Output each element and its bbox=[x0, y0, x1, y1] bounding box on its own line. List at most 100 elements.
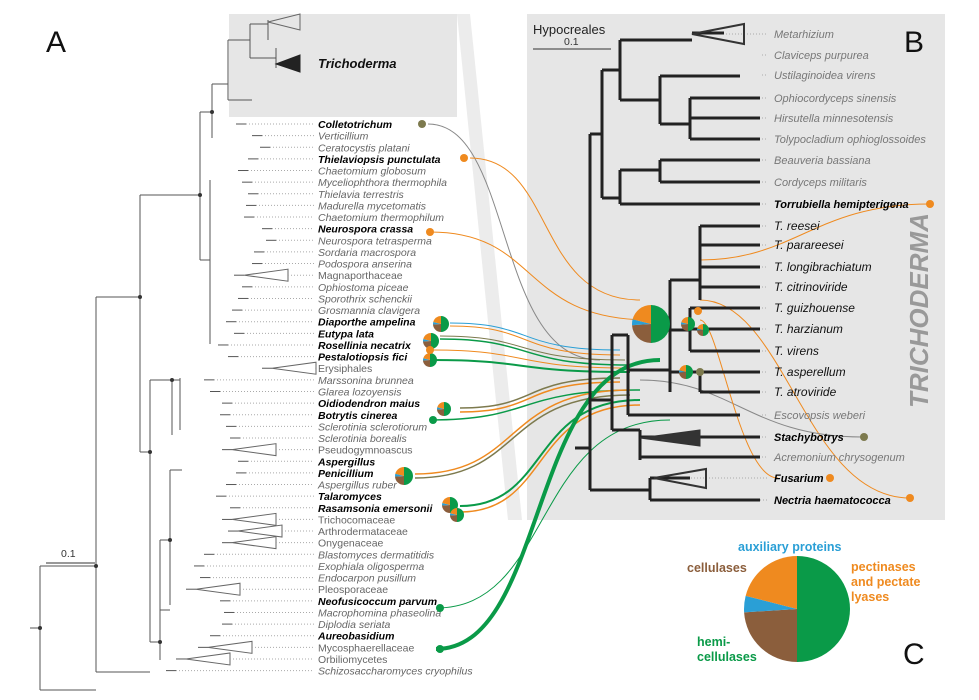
collapsed-clade-triangle bbox=[231, 512, 277, 526]
pie-slice-hemicellulases bbox=[404, 467, 413, 485]
connector-line bbox=[699, 299, 911, 499]
pie-marker bbox=[395, 467, 413, 485]
right-scale-label: 0.1 bbox=[564, 36, 579, 48]
left-taxon-label: Neurospora crassa bbox=[318, 224, 413, 236]
pie-slice-pectinases bbox=[423, 353, 430, 360]
pie-slice-hemicellulases bbox=[431, 333, 439, 349]
right-taxon-label: Hirsutella minnesotensis bbox=[774, 113, 894, 125]
panel-label-b: B bbox=[904, 26, 924, 59]
left-taxon-label: Penicillium bbox=[318, 468, 373, 480]
left-taxon-label: Ceratocystis platani bbox=[318, 142, 410, 154]
connector-line bbox=[427, 123, 601, 361]
pie-slice-cellulases bbox=[450, 515, 457, 522]
taxon-marker-dot bbox=[906, 494, 914, 502]
left-taxon-label: Thielaviopsis punctulata bbox=[318, 154, 441, 166]
connector-line bbox=[429, 231, 651, 321]
pie-slice-auxiliary bbox=[697, 328, 703, 331]
connector-line bbox=[469, 157, 641, 301]
left-taxon-label: Diaporthe ampelina bbox=[318, 317, 416, 329]
pie-slice-auxiliary bbox=[433, 322, 441, 325]
right-tree bbox=[575, 22, 768, 502]
pie-slice-hemicellulases bbox=[651, 305, 670, 343]
left-taxon-label: Aspergillus bbox=[317, 456, 375, 468]
pie-slice-hemicellulases bbox=[457, 508, 464, 522]
pie-marker bbox=[437, 402, 451, 416]
node-dot bbox=[94, 564, 98, 568]
right-taxon-label: T. guizhouense bbox=[774, 301, 855, 315]
pie-slice-pectinases bbox=[442, 497, 450, 505]
legend-pectinases-label-1: pectinases bbox=[851, 560, 916, 574]
left-taxon-label: Arthrodermataceae bbox=[318, 526, 408, 538]
left-taxon-label: Pleosporaceae bbox=[318, 584, 388, 596]
taxon-marker-dot bbox=[418, 120, 426, 128]
legend-pectinases-label-2: and pectate bbox=[851, 575, 921, 589]
collapsed-clade-triangle bbox=[195, 582, 241, 596]
pie-slice-cellulases bbox=[442, 505, 450, 513]
left-taxon-label: Endocarpon pusillum bbox=[318, 573, 416, 585]
pie-slice-auxiliary bbox=[679, 370, 686, 373]
left-taxon-label: Grosmannia clavigera bbox=[318, 305, 420, 317]
node-dot bbox=[168, 538, 172, 542]
pie-marker bbox=[697, 324, 709, 336]
connector-lines bbox=[414, 123, 931, 651]
node-dot bbox=[158, 640, 162, 644]
connector-band bbox=[457, 14, 522, 520]
collapsed-clade-triangle bbox=[237, 524, 283, 538]
pie-slice-auxiliary bbox=[450, 513, 457, 516]
pie-marker bbox=[423, 353, 437, 367]
taxon-marker-dot bbox=[696, 368, 704, 376]
right-taxon-label: Cordyceps militaris bbox=[774, 177, 867, 189]
connector-line bbox=[459, 377, 621, 409]
left-taxon-label: Sporothrix schenckii bbox=[318, 293, 413, 305]
right-taxon-label: Beauveria bassiana bbox=[774, 155, 871, 167]
connector-line bbox=[439, 338, 631, 366]
right-taxon-label: Acremonium chrysogenum bbox=[773, 452, 905, 464]
pie-slice-cellulases bbox=[437, 409, 444, 416]
collapsed-clade-triangle bbox=[267, 13, 301, 31]
connector-line bbox=[459, 381, 621, 413]
pie-slice-cellulases bbox=[395, 476, 404, 485]
collapsed-clade-triangle bbox=[274, 54, 301, 73]
pie-slice-auxiliary bbox=[744, 595, 797, 613]
pie-marker bbox=[679, 365, 693, 379]
panel-label-a: A bbox=[46, 26, 66, 59]
right-taxon-label: Escovopsis weberi bbox=[774, 410, 866, 422]
left-taxon-label: Thielavia terrestris bbox=[318, 189, 405, 201]
pie-marker bbox=[450, 508, 464, 522]
pie-marker bbox=[433, 316, 449, 333]
panel-label-c: C bbox=[903, 638, 925, 671]
pie-slice-cellulases bbox=[433, 324, 441, 333]
collapsed-clade-triangle bbox=[207, 640, 253, 654]
right-taxon-label: T. longibrachiatum bbox=[774, 260, 872, 274]
legend-pectinases-label-3: lyases bbox=[851, 590, 889, 604]
left-taxon-label: Magnaporthaceae bbox=[318, 270, 403, 282]
node-dot bbox=[148, 450, 152, 454]
connector-line bbox=[449, 325, 621, 356]
right-taxon-label: Nectria haematococca bbox=[774, 495, 891, 507]
left-taxon-label: Onygenaceae bbox=[318, 538, 384, 550]
right-taxon-label: Metarhizium bbox=[774, 29, 834, 41]
node-dot bbox=[198, 193, 202, 197]
right-taxon-label: Tolypocladium ophioglossoides bbox=[774, 134, 926, 146]
hypocreales-label: Hypocreales bbox=[533, 22, 606, 37]
trichoderma-clade-label: Trichoderma bbox=[318, 56, 397, 71]
left-taxon-label: Sclerotinia borealis bbox=[318, 433, 407, 445]
pie-slice-pectinases bbox=[632, 305, 651, 324]
left-taxon-label: Aureobasidium bbox=[317, 631, 394, 643]
taxon-marker-dot bbox=[826, 474, 834, 482]
left-tree bbox=[30, 13, 317, 691]
pie-slice-hemicellulases bbox=[703, 324, 709, 336]
right-taxon-label: Claviceps purpurea bbox=[774, 50, 869, 62]
pie-markers bbox=[395, 120, 934, 653]
legend-pie bbox=[744, 556, 850, 662]
left-taxon-label: Madurella mycetomatis bbox=[318, 200, 427, 212]
left-taxon-label: Chaetomium thermophilum bbox=[318, 212, 444, 224]
left-taxon-label: Talaromyces bbox=[318, 491, 382, 503]
right-taxon-label: T. virens bbox=[774, 344, 819, 358]
legend-hemicellulases-label-1: hemi- bbox=[697, 635, 730, 649]
collapsed-clade-triangle bbox=[231, 536, 277, 550]
right-taxon-label: Fusarium bbox=[774, 473, 824, 485]
left-taxon-label: Rosellinia necatrix bbox=[318, 340, 412, 352]
legend-hemicellulases-label-2: cellulases bbox=[697, 650, 757, 664]
